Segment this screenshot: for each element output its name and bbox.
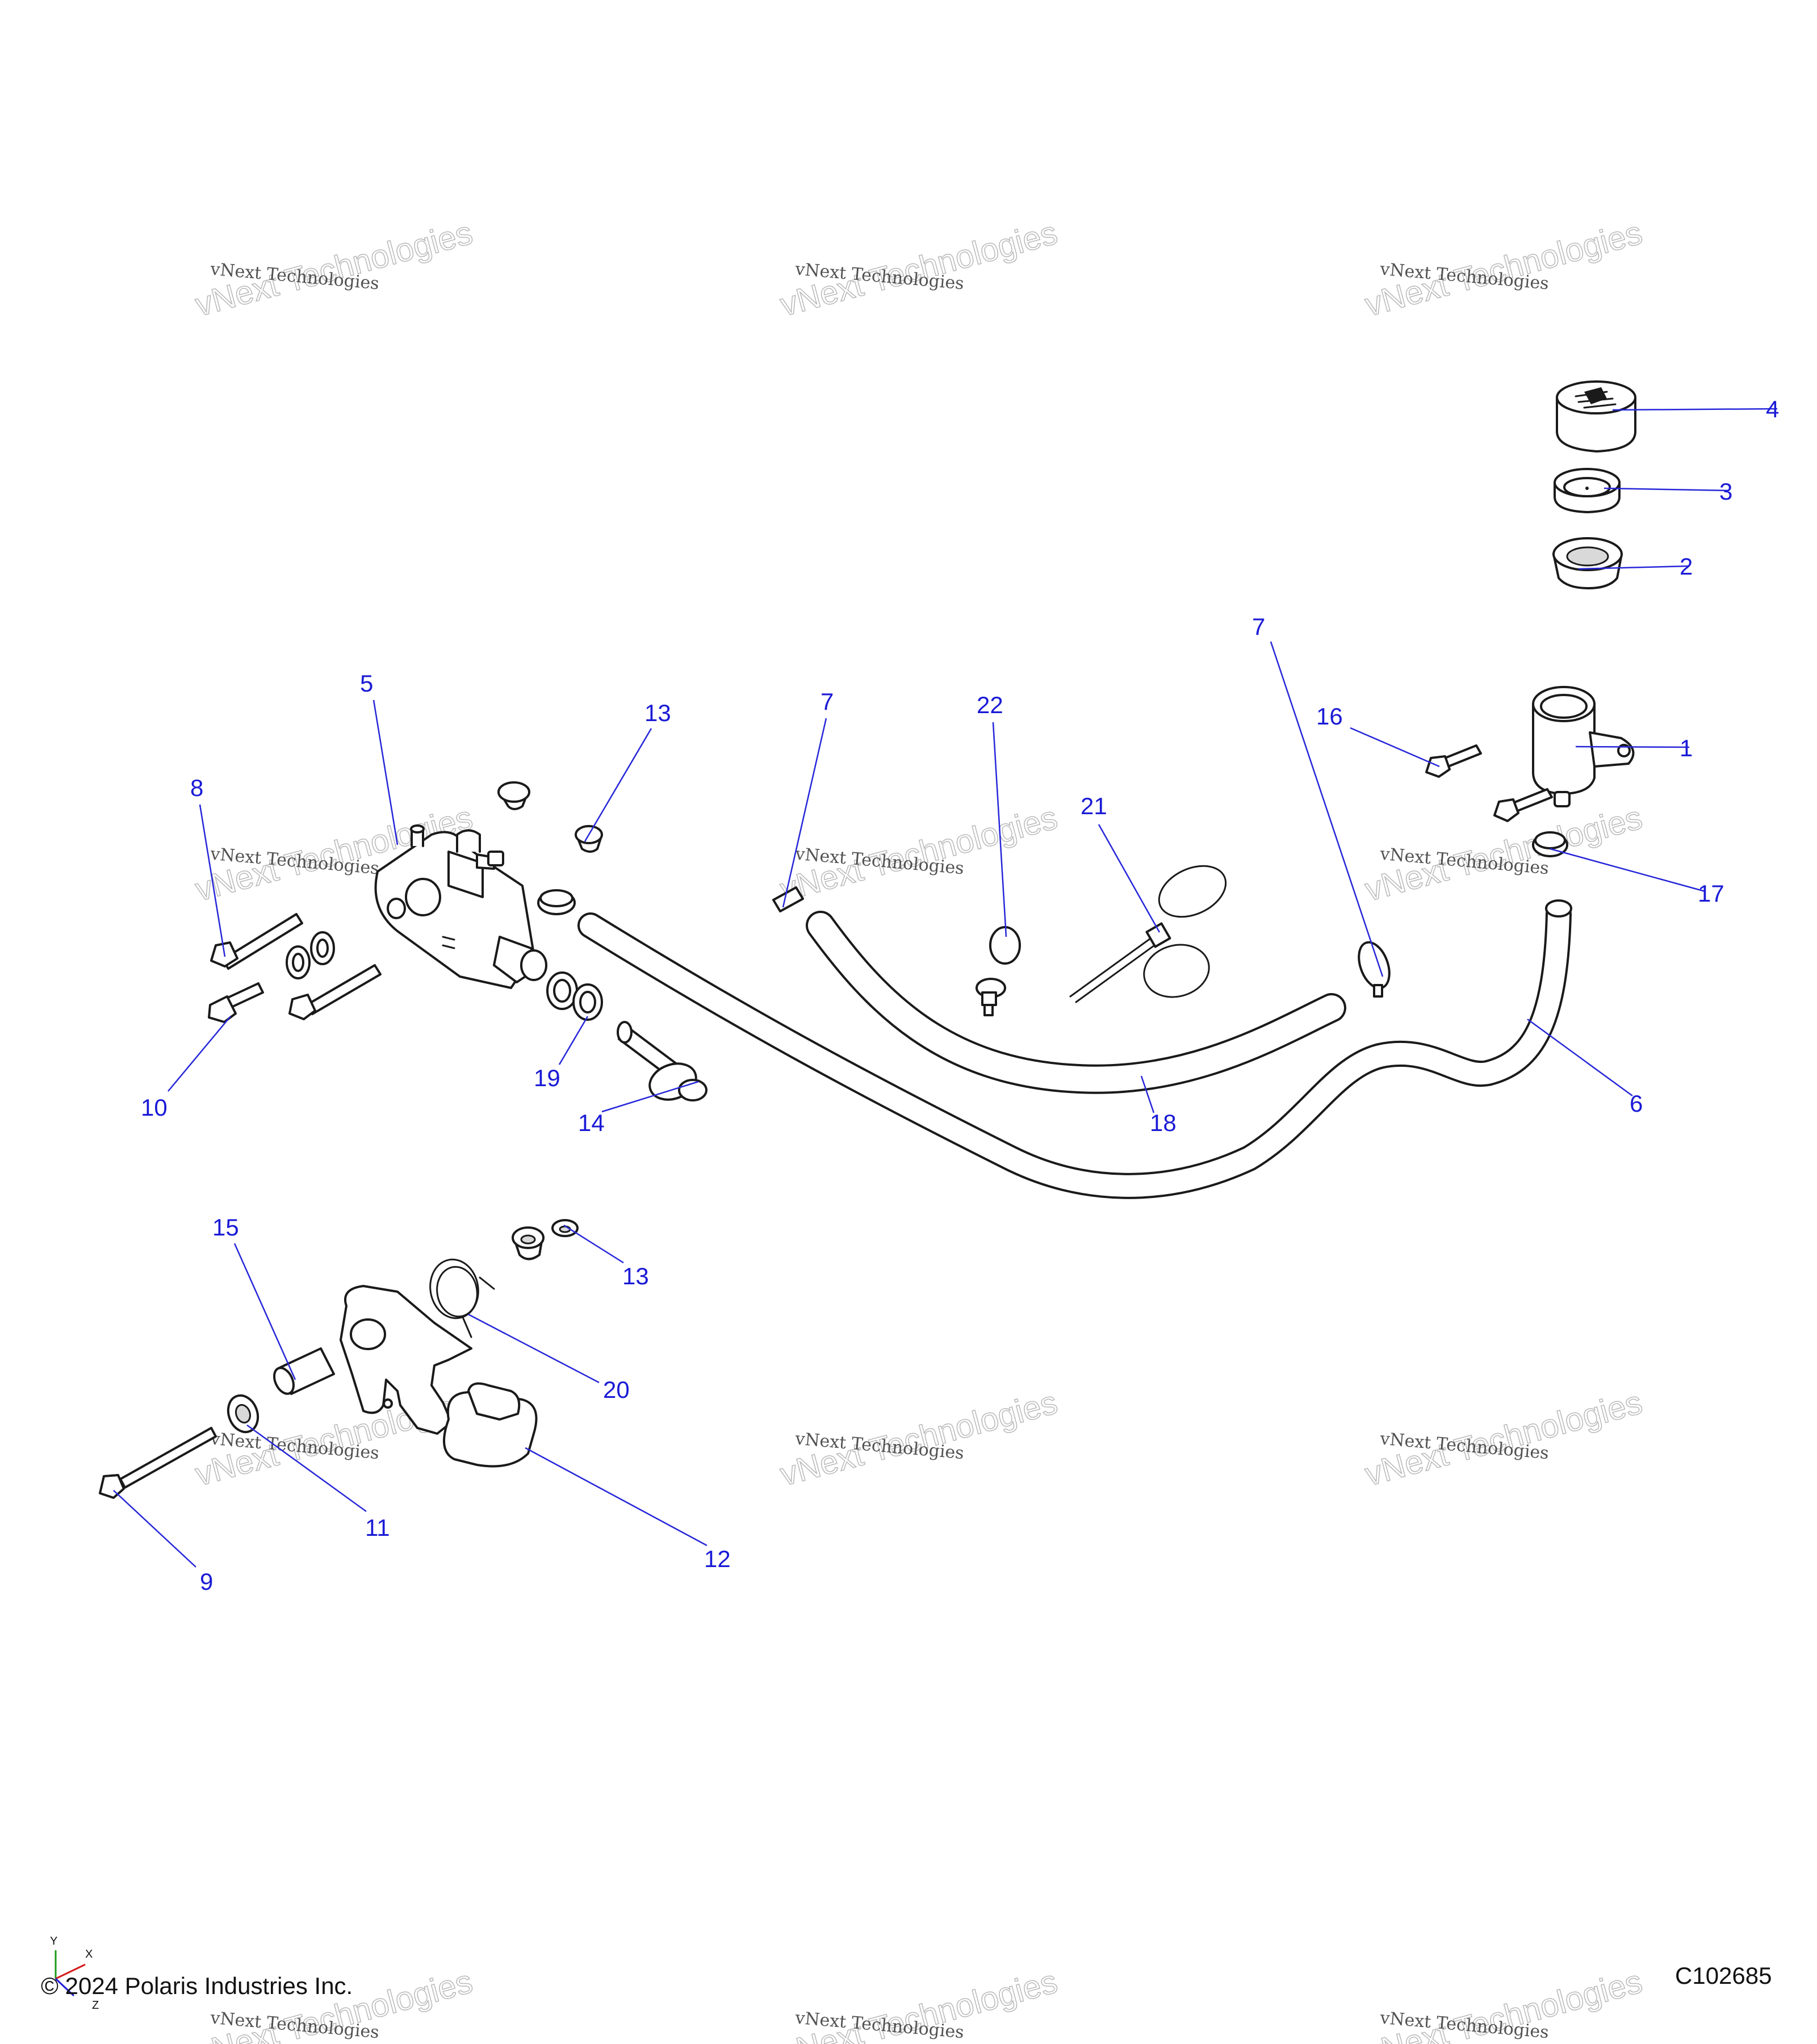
part-hose-clamp	[537, 889, 576, 915]
callout-12: 12	[704, 1545, 731, 1572]
part-pivot-bolt	[99, 1427, 217, 1499]
part-washer	[310, 931, 335, 965]
z-axis-line	[55, 1978, 75, 1997]
part-pivot-bushing	[273, 1347, 335, 1395]
callout-22: 22	[977, 692, 1003, 718]
watermark: vNext Technologies vNext Technologies	[1360, 1383, 1646, 1493]
watermark: vNext Technologies vNext Technologies	[776, 213, 1061, 324]
callout-13-lower: 13	[622, 1263, 649, 1289]
part-reservoir-cap	[1556, 380, 1636, 453]
callout-15: 15	[212, 1214, 239, 1241]
x-axis-label: X	[85, 1948, 93, 1961]
callout-2: 2	[1680, 553, 1693, 580]
part-grommet	[512, 1226, 545, 1260]
callout-16: 16	[1316, 703, 1343, 730]
y-axis-label: Y	[50, 1935, 57, 1947]
part-master-cylinder	[374, 824, 547, 989]
callout-7-left: 7	[820, 688, 834, 715]
callout-labels: 1 2 3 4 5 6 7 7 8 9 10 11 12 13 13 14 15…	[141, 396, 1779, 1595]
part-bolt-short	[208, 982, 264, 1023]
part-grommet	[551, 1219, 579, 1237]
part-sealing-washer	[572, 983, 603, 1021]
watermark: vNext Technologies vNext Technologies	[191, 213, 476, 324]
z-axis-label: Z	[92, 1999, 99, 2012]
callout-9: 9	[200, 1568, 213, 1595]
callout-17: 17	[1698, 880, 1724, 907]
part-brake-hose-long	[577, 899, 1572, 1199]
callout-20: 20	[603, 1376, 630, 1403]
callout-10: 10	[141, 1094, 168, 1121]
part-spring-clamp-small	[772, 886, 804, 912]
callout-14: 14	[578, 1109, 605, 1136]
part-mounting-screw	[1493, 788, 1553, 822]
callout-5: 5	[360, 670, 373, 697]
watermark-layer: vNext Technologies vNext Technologies vN…	[191, 213, 1646, 2044]
part-sealing-washer	[546, 971, 578, 1010]
part-diaphragm	[1554, 468, 1621, 513]
watermark: vNext Technologies vNext Technologies	[776, 798, 1061, 908]
callout-6: 6	[1630, 1090, 1643, 1117]
leader-lines	[113, 408, 1778, 1568]
callout-13-upper: 13	[644, 700, 671, 726]
watermark: vNext Technologies vNext Technologies	[1360, 213, 1646, 324]
part-return-spring	[429, 1258, 495, 1338]
figure-id: C102685	[1675, 1962, 1772, 1989]
callout-21: 21	[1081, 793, 1107, 819]
part-brake-pedal	[340, 1285, 538, 1468]
axis-triad: Y X Z	[50, 1935, 99, 2012]
callout-7-right: 7	[1252, 613, 1265, 640]
part-bolt-medium	[288, 964, 382, 1020]
callout-4: 4	[1766, 396, 1779, 422]
part-spring-clamp	[1358, 941, 1391, 998]
copyright-notice: © 2024 Polaris Industries Inc.	[41, 1972, 353, 1999]
part-p-clip	[976, 926, 1021, 1016]
watermark: vNext Technologies vNext Technologies	[776, 1962, 1061, 2044]
part-grommet	[497, 781, 530, 810]
part-brake-hose-short	[806, 911, 1346, 1094]
part-mounting-screw	[1425, 744, 1482, 778]
x-axis-line	[55, 1963, 86, 1980]
watermark: vNext Technologies vNext Technologies	[776, 1383, 1061, 1493]
callout-1: 1	[1680, 735, 1693, 761]
callout-3: 3	[1719, 478, 1732, 505]
watermark: vNext Technologies vNext Technologies	[1360, 1962, 1646, 2044]
part-grommet	[575, 825, 603, 853]
callout-11: 11	[365, 1514, 390, 1541]
part-reservoir-body	[1532, 686, 1635, 807]
part-pivot-washer	[227, 1394, 259, 1434]
callout-18: 18	[1150, 1109, 1177, 1136]
callout-8: 8	[190, 774, 203, 801]
part-cable-tie	[1069, 865, 1227, 1003]
callout-19: 19	[534, 1065, 560, 1091]
part-seal-ring	[1552, 537, 1623, 589]
part-washer	[286, 945, 311, 979]
